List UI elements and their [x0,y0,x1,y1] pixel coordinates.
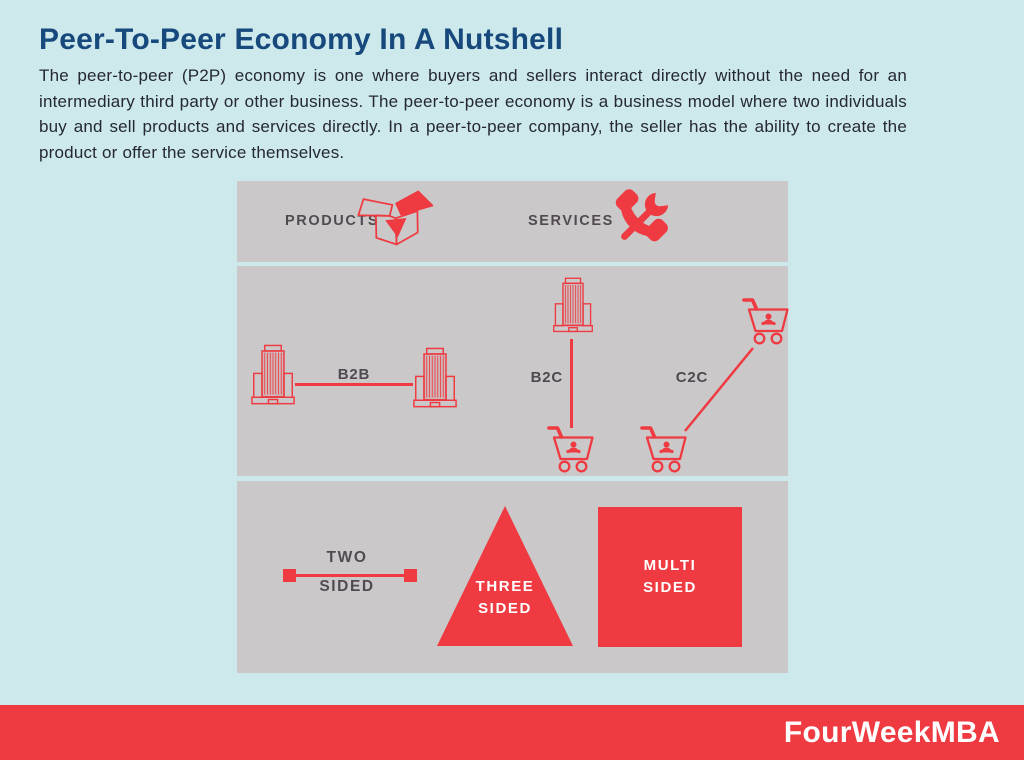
multi-sided-label: MULTI SIDED [643,557,697,596]
two-sided-bar [296,574,404,577]
infographic-panel: PRODUCTS SERVICES [237,181,788,673]
three-sided-label: THREE SIDED [475,578,535,617]
c2c-connector-line [684,347,754,432]
multi-sided-square: MULTI SIDED [598,507,742,647]
b2b-connector-line [295,383,413,386]
open-box-icon [357,190,434,246]
two-sided-label-line2: SIDED [319,578,375,595]
building-icon [251,344,295,412]
b2c-connector-line [570,339,573,428]
services-label: SERVICES [528,213,614,229]
shopping-cart-icon [637,421,691,475]
shopping-cart-icon [739,293,793,347]
line-endpoint-square [283,569,296,582]
platform-models-section: TWO SIDED THREE SIDED MULTI SIDED [237,481,788,673]
b2c-label: B2C [530,369,563,386]
c2c-label: C2C [675,369,709,386]
relationship-models-section: B2B B2C C2C [237,266,788,476]
shopping-cart-icon [544,421,598,475]
three-sided-triangle: THREE SIDED [437,506,573,646]
building-icon [551,277,595,339]
two-sided-line-graphic [283,569,417,582]
page-title: Peer-To-Peer Economy In A Nutshell [39,23,564,56]
intro-paragraph: The peer-to-peer (P2P) economy is one wh… [39,66,907,162]
b2b-label: B2B [337,366,371,383]
products-label: PRODUCTS [285,213,380,229]
header: Peer-To-Peer Economy In A Nutshell The p… [39,22,919,165]
line-endpoint-square [404,569,417,582]
two-sided-label-line1: TWO [326,549,368,566]
offer-types-section: PRODUCTS SERVICES [237,181,788,262]
building-icon [413,347,457,415]
footer-bar: FourWeekMBA [0,705,1024,760]
phone-wrench-icon [615,189,669,242]
brand-logo: FourWeekMBA [783,715,1000,749]
